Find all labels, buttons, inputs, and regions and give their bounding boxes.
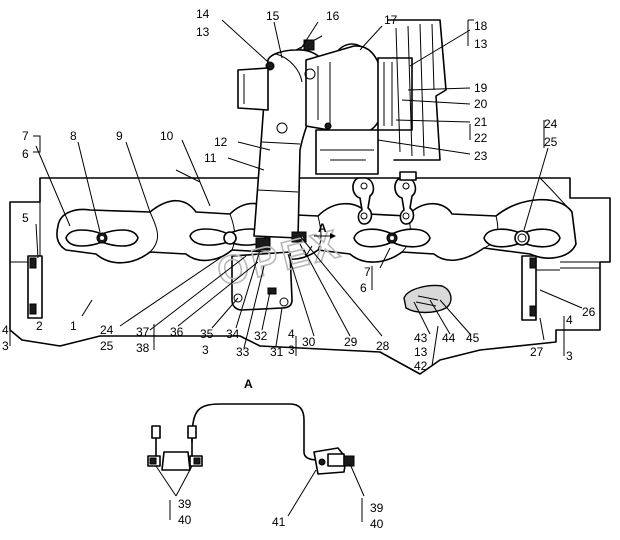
callout-4: 4 [288, 327, 295, 341]
callout-28: 28 [376, 339, 390, 353]
clamp-4 [483, 228, 561, 248]
callout-20: 20 [474, 97, 488, 111]
callout-38: 38 [136, 341, 150, 355]
callout-41: 41 [272, 515, 286, 529]
callout-42: 42 [414, 359, 428, 373]
callout-32: 32 [254, 329, 268, 343]
callout-37: 37 [136, 325, 150, 339]
callout-13: 13 [474, 37, 488, 51]
callout-30: 30 [302, 335, 316, 349]
manifold-clamps [65, 228, 561, 248]
callout-23: 23 [474, 149, 488, 163]
callout-25: 25 [544, 135, 558, 149]
callout-14: 14 [196, 7, 210, 21]
callout-40: 40 [370, 517, 384, 531]
bolt-head-icon [514, 230, 530, 246]
cylinder-head-section [387, 19, 447, 161]
callout-33: 33 [236, 345, 250, 359]
callout-6: 6 [22, 147, 29, 161]
connector-pair-left [147, 425, 203, 471]
mounting-bracket [352, 171, 417, 225]
callout-24: 24 [100, 323, 114, 337]
callout-45: 45 [466, 331, 480, 345]
callout-3: 3 [566, 349, 573, 363]
leader-lines [35, 19, 583, 517]
callout-39: 39 [178, 497, 192, 511]
callout-19: 19 [474, 81, 488, 95]
callout-29: 29 [344, 335, 358, 349]
callout-35: 35 [200, 327, 214, 341]
clamp-1 [65, 229, 139, 247]
callout-16: 16 [326, 9, 340, 23]
turbocharger [237, 39, 413, 175]
clamp-3 [353, 228, 431, 248]
bolt-head-icon [223, 231, 237, 245]
callout-5: 5 [22, 211, 29, 225]
callout-13: 13 [196, 25, 210, 39]
callout-17: 17 [384, 13, 398, 27]
heat-shield [403, 284, 452, 314]
callout-25: 25 [100, 339, 114, 353]
callout-39: 39 [370, 501, 384, 515]
callout-3: 3 [202, 343, 209, 357]
callout-22: 22 [474, 131, 488, 145]
callout-11: 11 [204, 151, 217, 165]
section-marker: A [314, 221, 336, 239]
connector-right [313, 447, 355, 475]
detail-view-a: A [147, 377, 355, 475]
callout-3: 3 [2, 339, 9, 353]
callout-36: 36 [170, 325, 184, 339]
callout-7: 7 [364, 265, 371, 279]
callout-34: 34 [226, 327, 240, 341]
callout-12: 12 [214, 135, 228, 149]
callout-15: 15 [266, 9, 280, 23]
end-plates [27, 255, 560, 321]
callout-labels: 14 13 15 16 17 18 13 19 20 21 22 23 12 1… [2, 7, 596, 531]
callout-13: 13 [414, 345, 428, 359]
callout-2: 2 [36, 319, 43, 333]
callout-21: 21 [474, 115, 488, 129]
callout-40: 40 [178, 513, 192, 527]
callout-24: 24 [544, 117, 558, 131]
callout-1: 1 [70, 319, 77, 333]
callout-26: 26 [582, 305, 596, 319]
engine-block-outline [9, 177, 611, 375]
callout-10: 10 [160, 129, 174, 143]
svg-text:A: A [318, 221, 327, 235]
callout-4: 4 [566, 313, 573, 327]
callout-31: 31 [270, 345, 284, 359]
callout-7: 7 [22, 129, 29, 143]
callout-9: 9 [116, 129, 123, 143]
callout-8: 8 [70, 129, 77, 143]
callout-43: 43 [414, 331, 428, 345]
callout-18: 18 [474, 19, 488, 33]
callout-4: 4 [2, 323, 9, 337]
detail-view-title: A [244, 377, 253, 391]
callout-44: 44 [442, 331, 456, 345]
callout-6: 6 [360, 281, 367, 295]
callout-3: 3 [288, 343, 295, 357]
callout-27: 27 [530, 345, 544, 359]
callout-brackets [9, 19, 565, 522]
